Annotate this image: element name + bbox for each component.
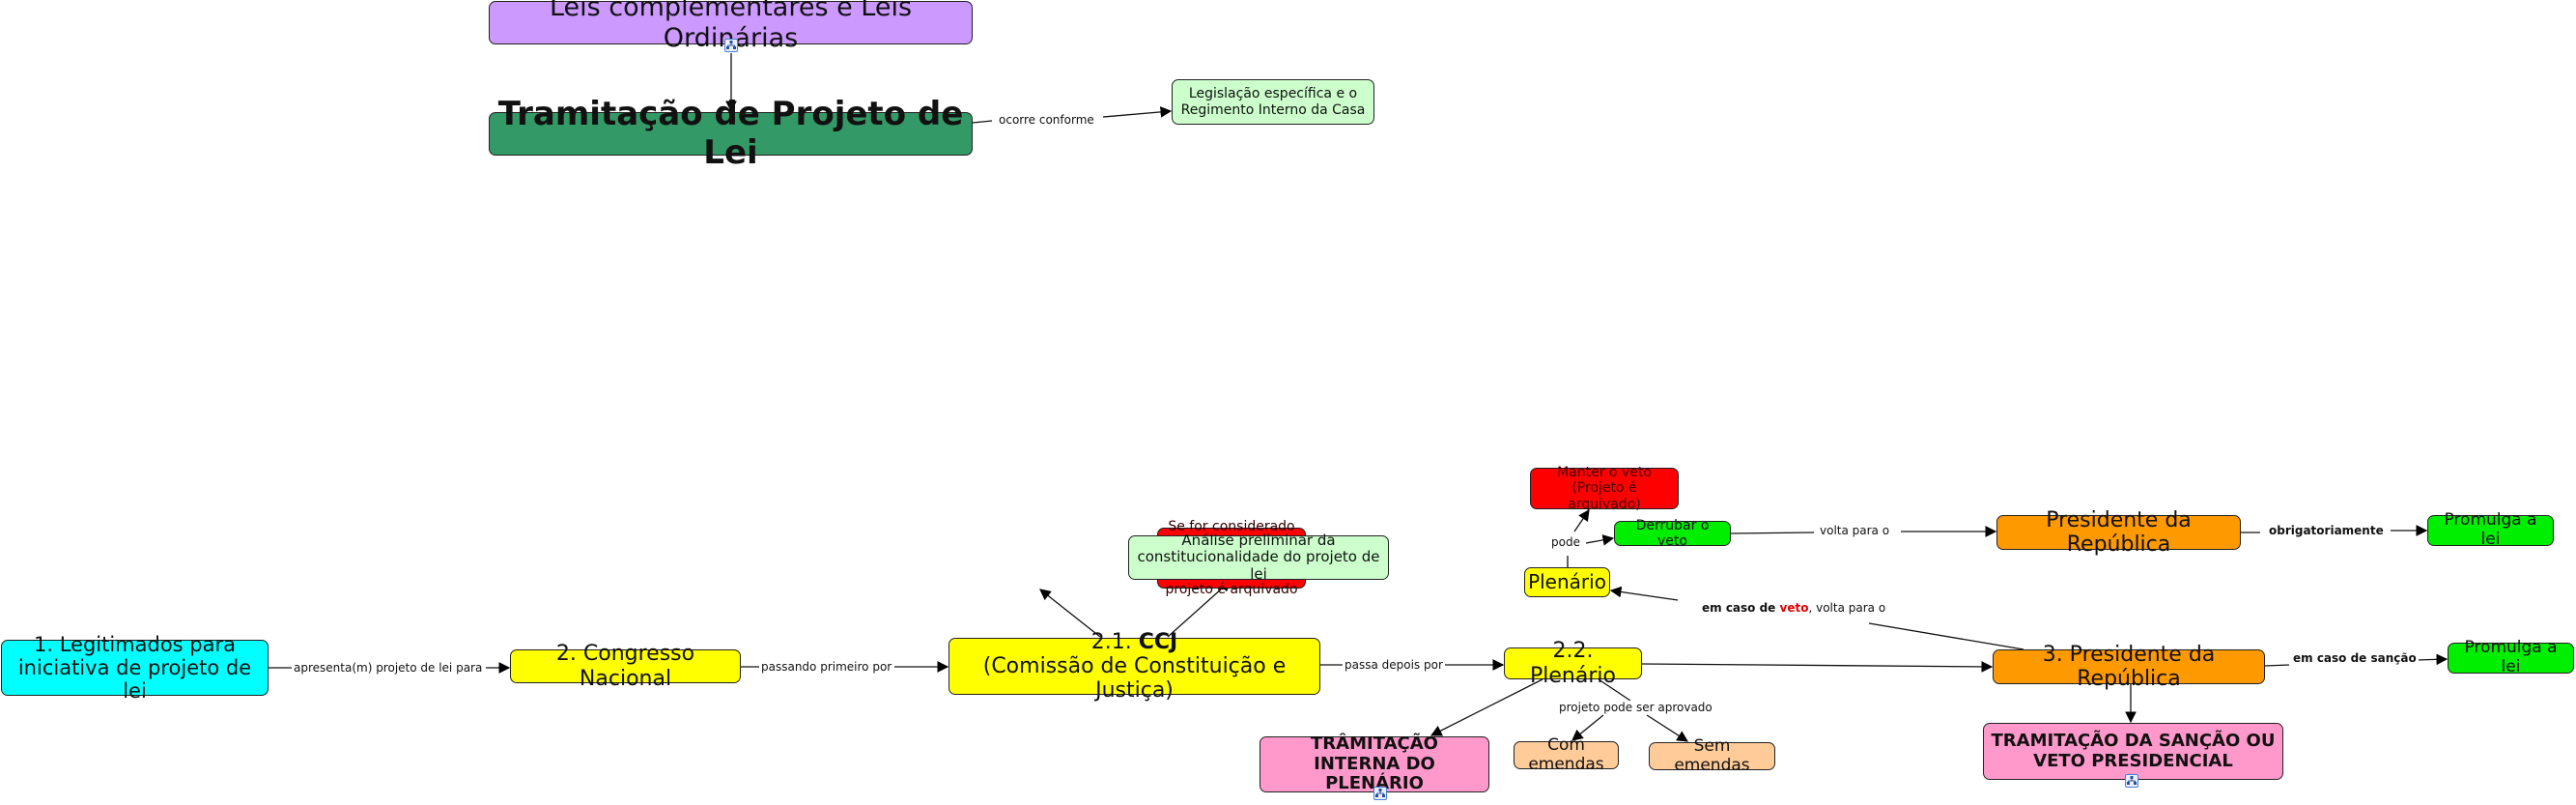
node-sem-emendas[interactable]: Sem emendas	[1649, 736, 1775, 774]
node-congresso-nacional[interactable]: 2. Congresso Nacional	[510, 642, 741, 691]
node-com-emendas[interactable]: Com emendas	[1514, 735, 1619, 773]
node-title-tramitacao[interactable]: Tramitação de Projeto de Lei	[489, 96, 973, 171]
node-derrubar-veto[interactable]: Derrubar o veto	[1614, 518, 1731, 549]
node-presidente-3[interactable]: 3. Presidente da República	[1993, 643, 2265, 691]
node-tramitacao-sancao-veto[interactable]: TRAMITAÇÃO DA SANÇÃO OU VETO PRESIDENCIA…	[1983, 723, 2283, 780]
edge-presidente3-sancao	[2264, 664, 2290, 667]
edge-veto-plenario	[1609, 586, 1679, 601]
link-label-apresenta: apresenta(m) projeto de lei para	[292, 661, 485, 675]
ccj-prefix: 2.1.	[1090, 629, 1139, 654]
node-plenario-2-2[interactable]: 2.2. Plenário	[1504, 639, 1642, 688]
veto-suffix: , volta para o	[1808, 601, 1886, 615]
node-manter-veto[interactable]: Manter o veto (Projeto é arquivado)	[1530, 465, 1679, 512]
edge-plenario22-presidente3	[1641, 661, 1994, 673]
edge-pode-derrubar	[1585, 534, 1615, 546]
submap-link-icon[interactable]	[1373, 787, 1387, 800]
edge-title-ocorre	[972, 120, 993, 124]
edge-sancao-promulga2	[2416, 653, 2449, 666]
node-legitimados[interactable]: 1. Legitimados para iniciativa de projet…	[1, 633, 269, 703]
ccj-bold: CCJ	[1138, 629, 1178, 654]
link-label-em-caso-sancao: em caso de sanção	[2291, 651, 2419, 665]
edge-derrubar-volta	[1730, 532, 1815, 534]
node-plenario[interactable]: Plenário	[1524, 567, 1610, 597]
node-analise-preliminar[interactable]: Análise preliminar da constitucionalidad…	[1128, 532, 1389, 582]
node-tramitacao-interna-plenario[interactable]: TRÂMITAÇÃO INTERNA DO PLENÁRIO	[1260, 733, 1489, 793]
link-label-passa-depois: passa depois por	[1343, 658, 1445, 672]
node-presidente-republica[interactable]: Presidente da República	[1996, 508, 2241, 557]
link-label-em-caso-veto: em caso de veto, volta para o	[1700, 601, 1888, 615]
submap-link-icon[interactable]	[2125, 774, 2138, 788]
ccj-line-2: (Comissão de Constituição e Justiça)	[982, 653, 1287, 704]
veto-prefix: em caso de	[1702, 601, 1780, 615]
edge-ocorre-legislacao	[1102, 106, 1173, 118]
veto-word: veto	[1779, 601, 1809, 615]
node-ccj[interactable]: 2.1. CCJ (Comissão de Constituição e Jus…	[948, 630, 1320, 703]
node-promulga-lei-2[interactable]: Promulga a lei	[2448, 639, 2574, 676]
edge-pode-manter	[1573, 509, 1590, 532]
link-label-projeto-pode: projeto pode ser aprovado	[1557, 701, 1714, 714]
ccj-line-1: 2.1. CCJ	[1091, 630, 1177, 654]
link-label-pode: pode	[1549, 535, 1582, 549]
link-label-passando-primeiro: passando primeiro por	[759, 660, 894, 674]
link-label-volta-para: volta para o	[1818, 524, 1892, 537]
node-leis-complementares[interactable]: Leis complementares e Leis Ordinárias	[489, 0, 973, 53]
link-label-ocorre-conforme: ocorre conforme	[997, 113, 1096, 127]
node-legislacao-especifica[interactable]: Legislação específica e o Regimento Inte…	[1172, 79, 1374, 125]
node-promulga-lei-1[interactable]: Promulga a lei	[2427, 511, 2554, 549]
link-label-obrigatoriamente: obrigatoriamente	[2267, 524, 2386, 537]
submap-link-icon[interactable]	[724, 39, 738, 52]
